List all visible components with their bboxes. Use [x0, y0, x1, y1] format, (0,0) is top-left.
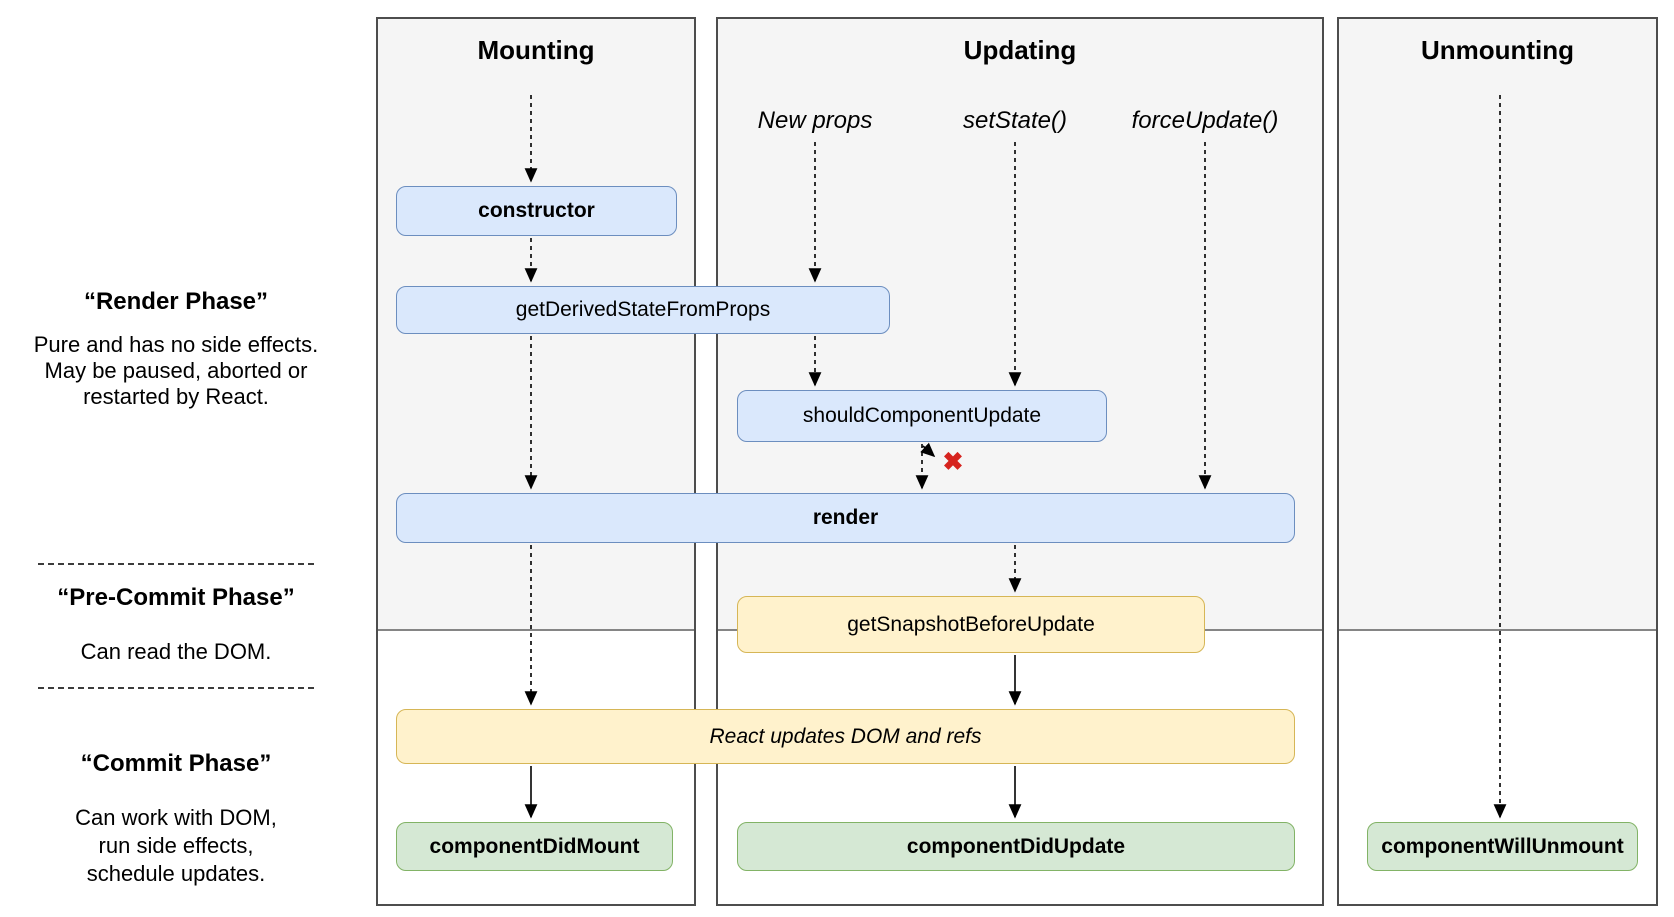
- node-get-snapshot-before-update: getSnapshotBeforeUpdate: [737, 596, 1205, 653]
- commit-phase-line: schedule updates.: [86, 861, 266, 886]
- trigger-new-props: New props: [757, 107, 873, 134]
- pre-commit-phase-line: Can read the DOM.: [80, 639, 272, 664]
- node-get-derived-state-from-props: getDerivedStateFromProps: [396, 286, 890, 334]
- render-phase-description: Pure and has no side effects. May be pau…: [8, 332, 344, 410]
- node-constructor: constructor: [396, 186, 677, 236]
- pre-commit-phase-description: Can read the DOM.: [8, 638, 344, 666]
- commit-phase-title: “Commit Phase”: [80, 750, 272, 777]
- column-unmounting: Unmounting: [1337, 17, 1658, 906]
- pre-commit-phase-title: “Pre-Commit Phase”: [57, 584, 295, 611]
- trigger-set-state: setState(): [962, 107, 1068, 134]
- phase-divider: [38, 563, 314, 565]
- node-render: render: [396, 493, 1295, 543]
- column-unmounting-title: Unmounting: [1420, 35, 1575, 65]
- node-react-updates-dom-and-refs: React updates DOM and refs: [396, 709, 1295, 764]
- column-updating-title: Updating: [963, 35, 1077, 65]
- column-mounting-title: Mounting: [477, 35, 595, 65]
- render-phase-line: restarted by React.: [83, 384, 269, 409]
- phase-divider: [38, 687, 314, 689]
- node-component-did-mount: componentDidMount: [396, 822, 673, 871]
- node-should-component-update: shouldComponentUpdate: [737, 390, 1107, 442]
- render-phase-line: Pure and has no side effects.: [33, 332, 319, 357]
- render-phase-line: May be paused, aborted or: [44, 358, 308, 383]
- node-component-did-update: componentDidUpdate: [737, 822, 1295, 871]
- render-phase-title: “Render Phase”: [83, 288, 269, 315]
- column-updating: Updating: [716, 17, 1324, 906]
- commit-phase-line: Can work with DOM,: [75, 805, 277, 830]
- trigger-force-update: forceUpdate(): [1131, 107, 1279, 134]
- render-phase-region: [1339, 19, 1656, 631]
- commit-phase-description: Can work with DOM, run side effects, sch…: [8, 804, 344, 888]
- commit-phase-line: run side effects,: [98, 833, 254, 858]
- column-mounting: Mounting: [376, 17, 696, 906]
- node-component-will-unmount: componentWillUnmount: [1367, 822, 1638, 871]
- skip-update-x-icon: ✖: [942, 448, 964, 476]
